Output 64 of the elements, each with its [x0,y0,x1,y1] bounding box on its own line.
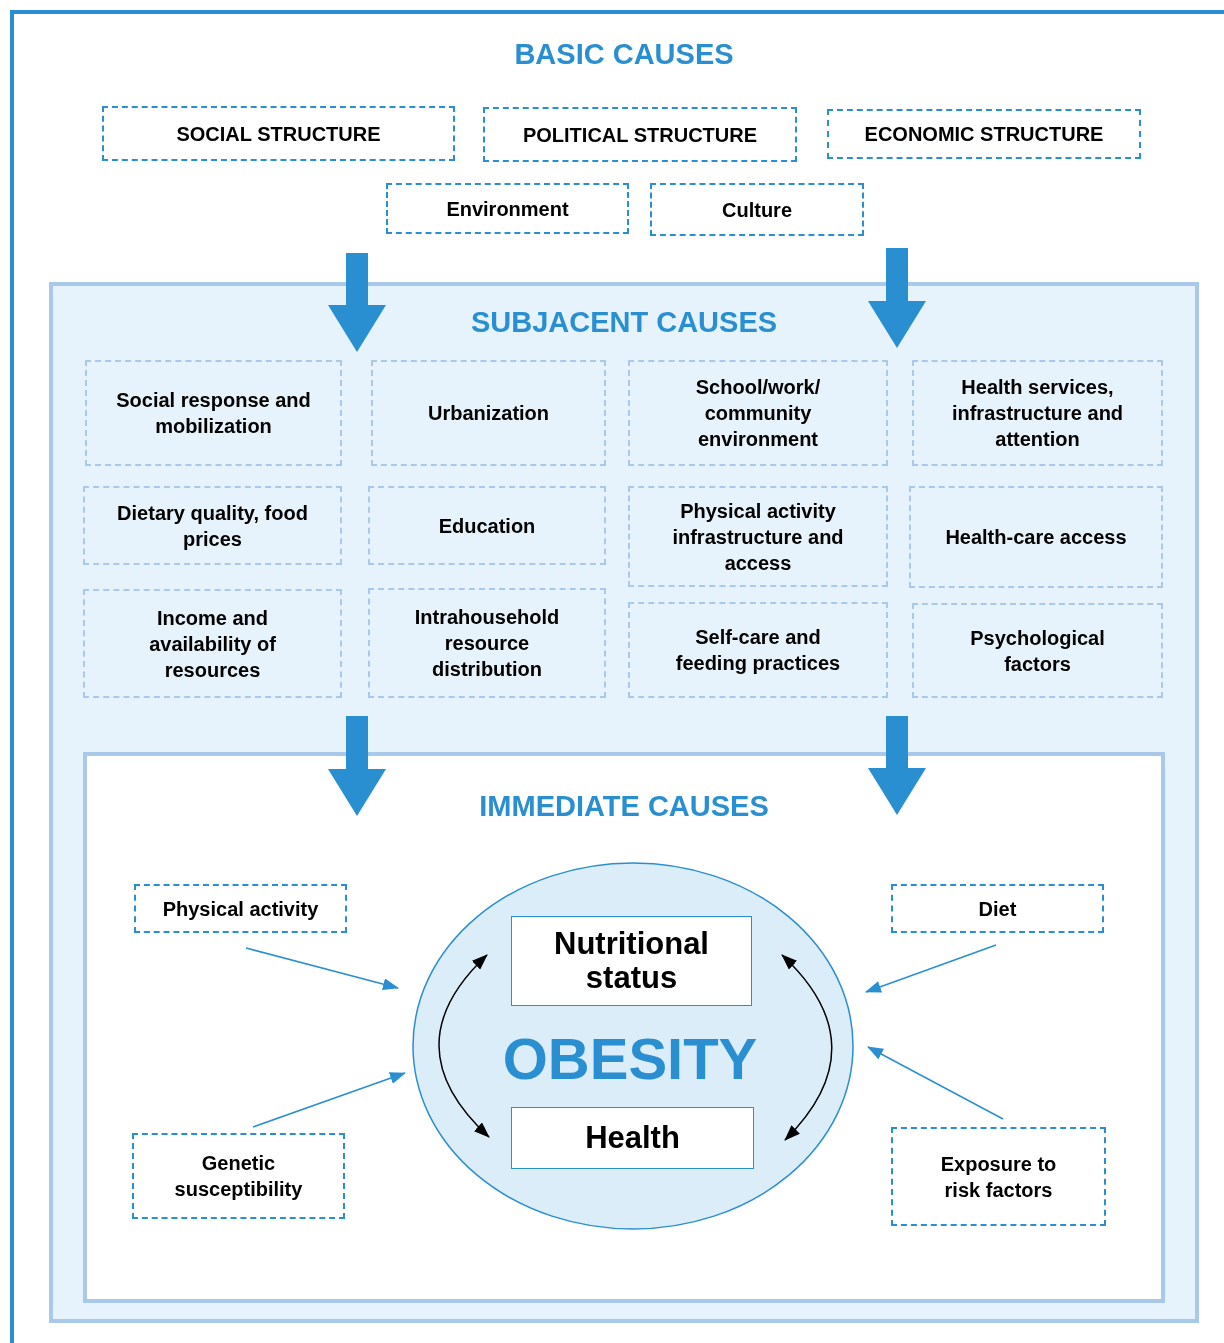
box-text: Health [585,1121,680,1155]
cause-box [371,360,606,466]
box-text: Diet [978,896,1017,922]
page-frame [10,10,1224,1343]
cause-box [483,107,797,162]
cause-box [891,1127,1106,1226]
box-text: POLITICAL STRUCTURE [522,122,758,148]
section-heading: IMMEDIATE CAUSES [479,792,769,821]
cause-box [628,486,888,587]
box-text: Urbanization [427,401,550,426]
status-box [511,916,752,1006]
box-text: Dietary quality, food prices [116,500,309,552]
cause-box [85,360,342,466]
box-text: Physical activity infrastructure and access [671,498,845,576]
curved-double-arrow [781,954,833,1141]
box-text: Culture [722,197,792,223]
box-text: Environment [446,196,569,222]
cause-box [650,183,864,236]
cause-box [909,486,1163,588]
box-text: Social response and mobilization [115,388,312,439]
box-text: Exposure to risk factors [939,1151,1058,1203]
section-heading: SUBJACENT CAUSES [470,308,778,337]
box-text: Education [438,513,536,539]
cause-box [102,106,455,161]
cause-box [891,884,1104,933]
box-text: Physical activity [162,896,319,922]
cause-box [83,589,342,698]
box-text: ECONOMIC STRUCTURE [864,122,1104,147]
box-text: Income and availability of resources [148,605,277,683]
cause-box [628,602,888,698]
box-text: Psychological factors [969,625,1106,677]
center-label: OBESITY [502,1030,758,1088]
box-text: Health services, infrastructure and attention [950,375,1125,452]
cause-box [368,588,606,698]
section-heading: BASIC CAUSES [514,40,734,69]
box-text: Health-care access [945,525,1127,550]
block-arrow [328,716,386,816]
block-arrow [868,716,926,815]
cause-box [912,360,1163,466]
section-panel [83,752,1165,1303]
box-text: Self-care and feeding practices [674,625,842,676]
box-text: Intrahousehold resource distribution [413,605,561,682]
arrow [865,944,997,993]
arrow [245,947,399,990]
cause-box [134,884,347,933]
box-text: SOCIAL STRUCTURE [176,121,381,147]
box-text: Genetic susceptibility [173,1151,304,1202]
box-text: School/work/ community environment [694,375,822,452]
section-panel [49,282,1199,1323]
arrow [867,1046,1004,1120]
block-arrow [328,253,386,352]
cause-box [628,360,888,466]
cause-box [386,183,629,234]
cause-box [83,486,342,565]
block-arrow [868,248,926,348]
obesity-ellipse [412,862,854,1230]
box-text: Nutritional status [553,927,710,995]
arrow [252,1072,406,1128]
cause-box [132,1133,345,1219]
status-box [511,1107,754,1169]
cause-box [368,486,606,565]
cause-box [827,109,1141,159]
curved-double-arrow [438,954,490,1138]
cause-box [912,603,1163,698]
